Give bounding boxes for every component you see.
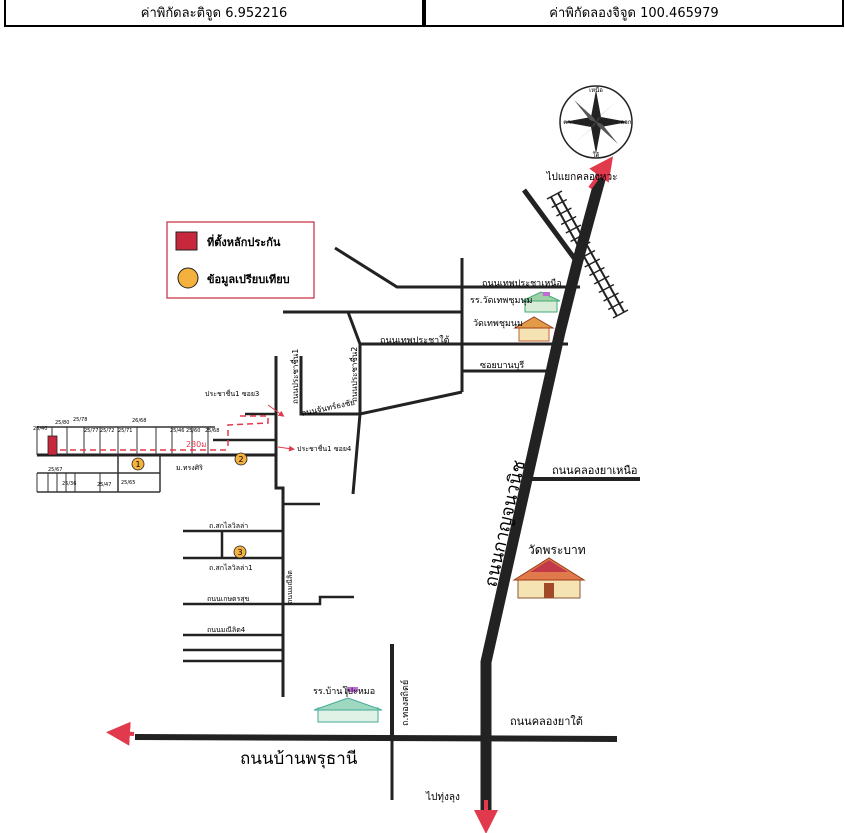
longitude-cell: ค่าพิกัดลองจิจูด 100.465979	[424, 0, 844, 27]
plot-label: 25/80	[55, 420, 69, 426]
ban-phru-thani-label: ถนนบ้านพรุธานี	[240, 749, 358, 769]
plot-label: 25/72	[100, 428, 114, 434]
compass-east: ออก	[621, 119, 632, 126]
plot-label: 25/60	[186, 428, 200, 434]
latitude-text: ค่าพิกัดละติจูด 6.952216	[140, 6, 288, 21]
khlong-ya-tai-label: ถนนคลองยาใต้	[510, 715, 583, 728]
plot-label: 25/68	[205, 428, 219, 434]
plot-label: 25/46	[170, 428, 184, 434]
map-legend: ที่ตั้งหลักประกัน ข้อมูลเปรียบเทียบ	[166, 221, 315, 299]
pracha-soi-4-label: ประชาชื่น1 ซอย4	[297, 444, 352, 453]
temple-wat-thep-icon	[513, 316, 555, 342]
svg-text:3: 3	[237, 548, 242, 557]
school-ban-po-mor-label: รร.บ้านโปะหมอ	[313, 686, 375, 697]
to-phukhao-label: ไปทุ่งลุง	[425, 791, 460, 803]
pracha-chuen-2-label: ถนนประชาชื่น2	[348, 347, 359, 402]
compass-north: เหนือ	[589, 86, 603, 94]
thep-pracha-tai-label: ถนนเทพประชาใต้	[380, 335, 450, 346]
road-chanthawong	[299, 356, 360, 416]
svg-text:2: 2	[238, 455, 243, 464]
compass-west: ตก	[563, 119, 571, 126]
svg-text:1: 1	[135, 460, 140, 469]
comparison-marker-2: 2	[234, 452, 248, 466]
arrow-west	[106, 721, 135, 746]
road-manee-lit	[274, 467, 285, 697]
soi-ban-buri-label: ซอยบานบุรี	[480, 360, 524, 371]
thep-pracha-nuea-label: ถนนเทพประชาเหนือ	[482, 278, 562, 289]
khlong-ya-nuea-label: ถนนคลองยาเหนือ	[552, 464, 638, 477]
road-kasem-suk	[183, 595, 354, 606]
plot-label: 25/71	[118, 428, 132, 434]
plot-label: 25/36	[62, 481, 76, 487]
kasem-suk-label: ถนนเกษตรสุข	[207, 595, 250, 603]
school-wat-thep-label: รร.วัดเทพชุมนุม	[470, 296, 533, 306]
legend-collateral-label: ที่ตั้งหลักประกัน	[207, 234, 281, 249]
plot-label: 25/65	[121, 480, 135, 486]
plot-label: 25/47	[97, 482, 111, 488]
to-junction-label: ไปแยกคลองหวะ	[545, 171, 617, 183]
road-kanchanawanit	[480, 170, 608, 815]
plot-label: 25/78	[73, 417, 87, 423]
collateral-swatch	[175, 231, 198, 251]
manee-lit-label: ถนนมณีลิต	[286, 570, 294, 604]
comparison-marker-1: 1	[131, 457, 145, 471]
wat-thep-label: วัดเทพชุมนุม	[473, 319, 523, 329]
collateral-plot	[47, 435, 58, 456]
plot-label: 25/77	[84, 428, 98, 434]
compass-south: ใต้	[593, 151, 600, 159]
road-thep-pracha-nuea	[334, 246, 580, 289]
comparison-marker-3: 3	[233, 545, 247, 559]
arrow-north	[588, 156, 614, 190]
railway-line	[521, 188, 629, 319]
plot-label: 25/40	[33, 426, 47, 432]
moo-village-label: ม.ทรงศิริ	[176, 464, 203, 472]
compass-rose-icon: เหนือ ใต้ ตก ออก	[559, 85, 633, 159]
latitude-cell: ค่าพิกัดละติจูด 6.952216	[4, 0, 424, 27]
distance-indicator: 230ม.	[60, 404, 295, 452]
longitude-text: ค่าพิกัดลองจิจูด 100.465979	[549, 6, 719, 21]
distance-label: 230ม.	[186, 440, 209, 449]
comparison-swatch	[177, 267, 199, 289]
plot-label: 26/68	[132, 418, 146, 424]
school-ban-po-mor-icon	[313, 687, 383, 723]
school-wat-thep-icon	[521, 291, 561, 313]
wat-phra-bat-label: วัดพระบาท	[528, 543, 586, 557]
pracha-soi-3-label: ประชาชื่น1 ซอย3	[205, 389, 259, 398]
temple-wat-phra-bat-icon	[512, 557, 586, 599]
manee-lit-4-label: ถนนมณีลิต4	[207, 626, 246, 634]
plot-label: 25/67	[48, 467, 62, 473]
coordinate-bar: ค่าพิกัดละติจูด 6.952216 ค่าพิกัดลองจิจู…	[0, 0, 845, 30]
thongsathi-label: ถ.ทองสถิตย์	[399, 680, 411, 726]
saklai-1-label: ถ.สกไลวิลล่า	[209, 521, 248, 530]
pracha-chuen-1-label: ถนนประชาชื่น1	[289, 349, 300, 404]
saklai-2-label: ถ.สกไลวิลล่า1	[209, 563, 253, 572]
road-ban-phru-thani	[134, 734, 618, 742]
legend-comparison-label: ข้อมูลเปรียบเทียบ	[207, 273, 290, 287]
